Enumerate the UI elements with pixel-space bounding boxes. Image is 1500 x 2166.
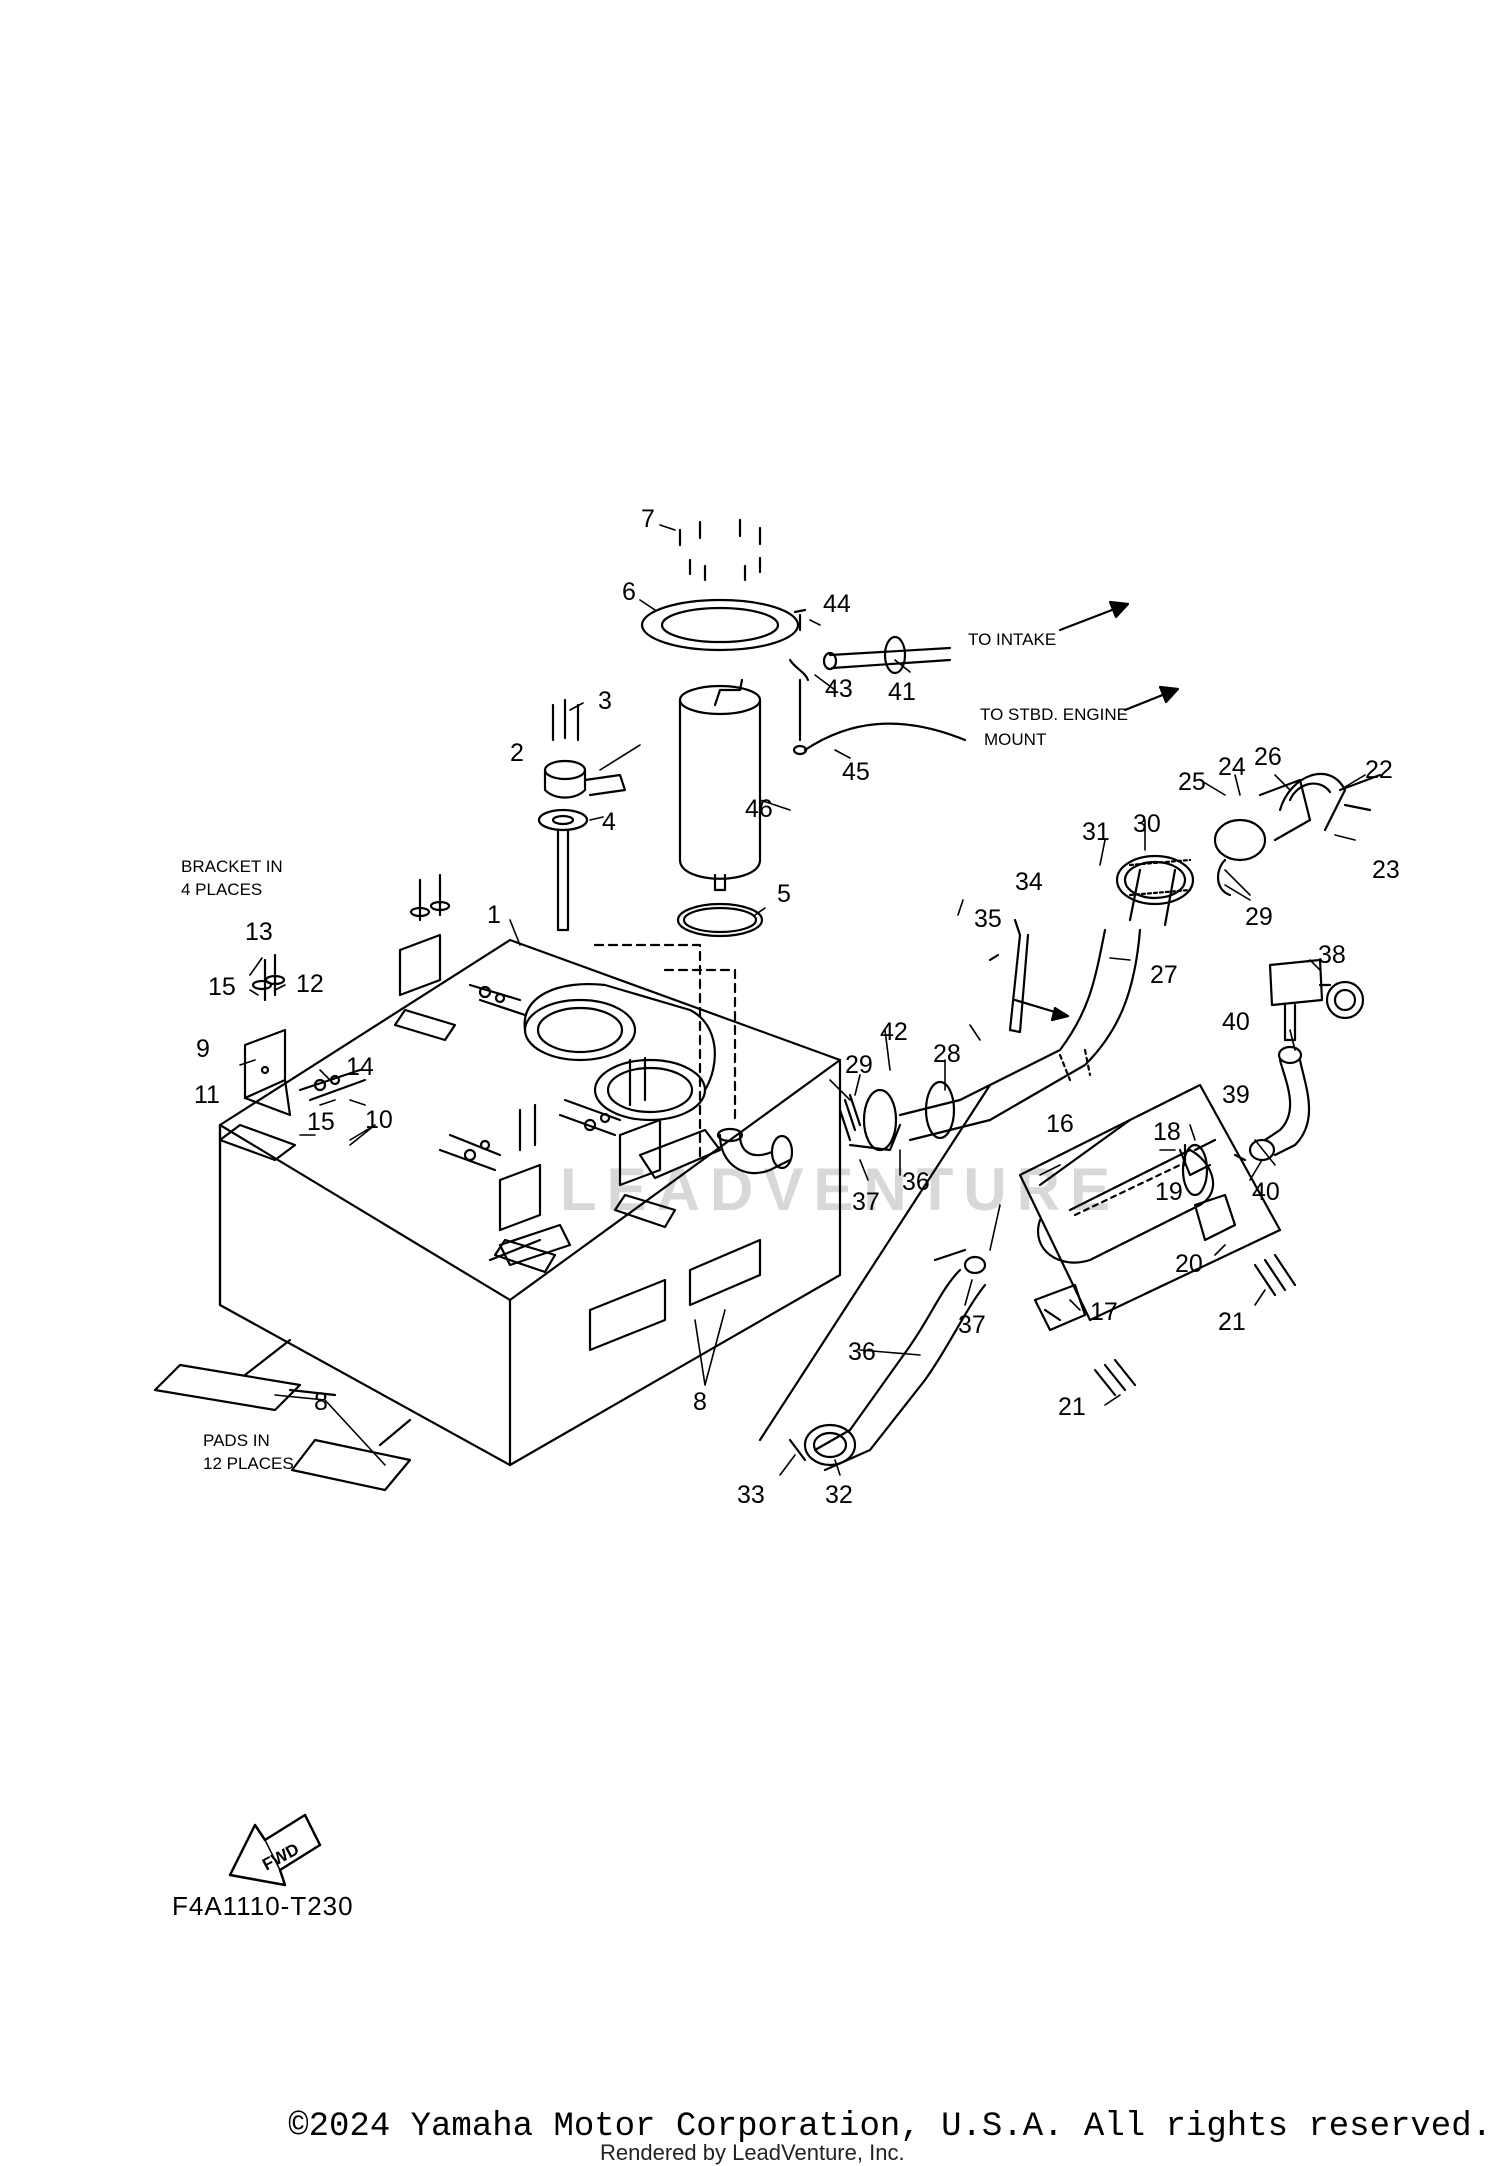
callout-43: 43: [825, 675, 853, 703]
callout-12: 12: [296, 970, 324, 998]
drawing-code: F4A1110-T230: [172, 1891, 354, 1921]
callout-28: 28: [933, 1040, 961, 1068]
callout-1: 1: [487, 901, 501, 929]
fuel-tank: [218, 938, 842, 1467]
callout-36-lower: 36: [848, 1338, 876, 1366]
callouts: 1 2 3 4 5 6 7 8 8 9 10 11 12 13 14 15 15…: [194, 505, 1400, 1509]
callout-46: 46: [745, 795, 773, 823]
callout-42: 42: [880, 1018, 908, 1046]
fuel-sender-unit: [537, 698, 627, 932]
callout-37-upper: 37: [852, 1188, 880, 1216]
callout-23: 23: [1372, 856, 1400, 884]
callout-44: 44: [823, 590, 851, 618]
callout-21-lower: 21: [1058, 1393, 1086, 1421]
callout-40-lower: 40: [1252, 1178, 1280, 1206]
charcoal-canister: [1018, 1083, 1297, 1397]
callout-2: 2: [510, 739, 524, 767]
callout-30: 30: [1133, 810, 1161, 838]
pads: [153, 1338, 412, 1492]
vent-check-valve: [1233, 958, 1365, 1162]
callout-20: 20: [1175, 1250, 1203, 1278]
callout-31: 31: [1082, 818, 1110, 846]
callout-35: 35: [974, 905, 1002, 933]
bracket-left: [218, 953, 367, 1162]
callout-13: 13: [245, 918, 273, 946]
callout-8-side: 8: [693, 1388, 707, 1416]
callout-40-upper: 40: [1222, 1008, 1250, 1036]
callout-15-upper: 15: [208, 973, 236, 1001]
note-pads-line2: 12 PLACES: [203, 1454, 294, 1473]
callout-29-lower: 29: [845, 1051, 873, 1079]
leader-lines: [239, 524, 1366, 1476]
callout-37-lower: 37: [958, 1311, 986, 1339]
callout-25: 25: [1178, 768, 1206, 796]
callout-39: 39: [1222, 1081, 1250, 1109]
fuel-pump-module: [640, 518, 800, 938]
callout-17: 17: [1090, 1298, 1118, 1326]
vent-hose-lower: [758, 1083, 1132, 1472]
callout-10: 10: [365, 1106, 393, 1134]
bracket-center: [438, 1103, 557, 1274]
callout-5: 5: [777, 880, 791, 908]
callout-3: 3: [598, 687, 612, 715]
callout-18: 18: [1153, 1118, 1181, 1146]
note-to-stbd-line2: MOUNT: [984, 730, 1046, 749]
callout-4: 4: [602, 808, 616, 836]
callout-34: 34: [1015, 868, 1043, 896]
notes: BRACKET IN 4 PLACES PADS IN 12 PLACES TO…: [172, 630, 1128, 1921]
callout-33: 33: [737, 1481, 765, 1509]
callout-24: 24: [1218, 753, 1246, 781]
callout-29-upper: 29: [1245, 903, 1273, 931]
callout-16: 16: [1046, 1110, 1074, 1138]
callout-7: 7: [641, 505, 655, 533]
callout-11: 11: [194, 1081, 220, 1109]
callout-15-lower: 15: [307, 1108, 335, 1136]
note-to-intake: TO INTAKE: [968, 630, 1056, 649]
note-to-stbd-line1: TO STBD. ENGINE: [980, 705, 1128, 724]
callout-38: 38: [1318, 941, 1346, 969]
callout-6: 6: [622, 578, 636, 606]
callout-26: 26: [1254, 743, 1282, 771]
callout-22: 22: [1365, 756, 1393, 784]
callout-32: 32: [825, 1481, 853, 1509]
rendered-by: Rendered by LeadVenture, Inc.: [600, 2140, 905, 2165]
callout-27: 27: [1150, 961, 1178, 989]
vent-hose: [788, 600, 1180, 756]
callout-21-right: 21: [1218, 1308, 1246, 1336]
callout-41: 41: [888, 678, 916, 706]
copyright-notice: ©2024 Yamaha Motor Corporation, U.S.A. A…: [288, 2108, 1492, 2146]
callout-8-pads: 8: [314, 1388, 328, 1416]
callout-36-upper: 36: [902, 1168, 930, 1196]
fwd-arrow: [228, 1813, 322, 1887]
filler-neck: [838, 772, 1382, 1152]
callout-9: 9: [196, 1035, 210, 1063]
note-bracket-line2: 4 PLACES: [181, 880, 262, 899]
watermark: LEADVENTURE: [560, 1156, 1121, 1223]
note-pads-line1: PADS IN: [203, 1431, 270, 1450]
callout-14: 14: [346, 1053, 374, 1081]
bracket-right: [558, 1056, 677, 1229]
callout-19: 19: [1155, 1178, 1183, 1206]
bracket-top: [393, 873, 527, 1042]
note-bracket-line1: BRACKET IN: [181, 857, 283, 876]
callout-45: 45: [842, 758, 870, 786]
